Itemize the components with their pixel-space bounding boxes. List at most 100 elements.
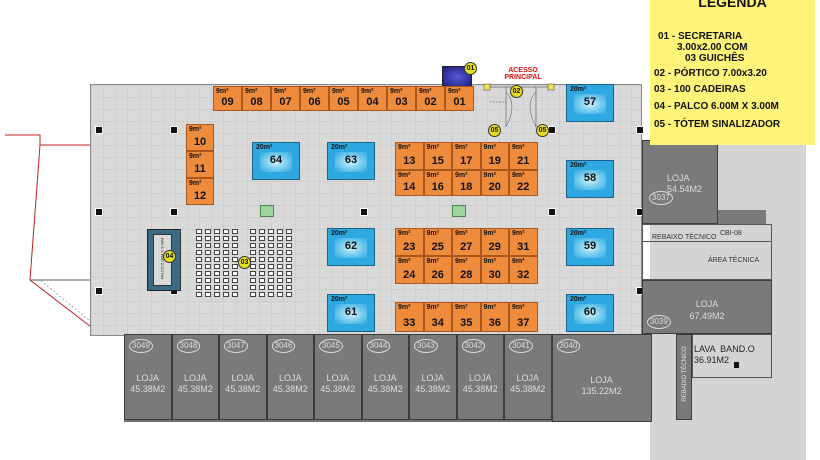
stand-number: 05 [337, 96, 350, 108]
legend-item: 3.00x2.00 COM [677, 42, 748, 53]
stand-area: 9m² [274, 88, 287, 95]
marker-green [260, 205, 274, 217]
chair [259, 264, 265, 269]
chair [223, 264, 229, 269]
chair [223, 271, 229, 276]
area-tecnica-label: ÁREA TÉCNICA [708, 257, 760, 264]
stand-area: 9m² [303, 88, 316, 95]
shop-3037[interactable]: 3037 LOJA 54.54M2 [642, 140, 718, 224]
chair [250, 229, 256, 234]
cbi-label: CBI-08 [720, 230, 742, 237]
chair [268, 292, 274, 297]
chair [232, 271, 238, 276]
shop-3039[interactable]: 3039 LOJA 67.49M2 [642, 280, 772, 334]
chair [277, 292, 283, 297]
stand-area: 9m² [483, 258, 496, 265]
stand-number: 18 [460, 181, 473, 193]
tech-line [642, 241, 772, 242]
stand-59[interactable]: 20m² 59 [566, 228, 614, 266]
stand-area: 9m² [398, 172, 411, 179]
chair [205, 257, 211, 262]
stand-number: 60 [583, 306, 597, 318]
shop-name: LOJA [183, 373, 207, 383]
chair [277, 285, 283, 290]
shop-area: 45.38M2 [177, 384, 213, 394]
chair [214, 229, 220, 234]
chair [268, 271, 274, 276]
stand-number: 12 [193, 190, 207, 202]
chair [259, 278, 265, 283]
marker-02-badge: 02 [510, 85, 523, 98]
shop-code: 3044 [366, 339, 391, 353]
shop-area: 45.38M2 [272, 384, 308, 394]
shop-name: LOJA [373, 373, 397, 383]
marker-01-badge: 01 [464, 62, 477, 75]
chair [250, 236, 256, 241]
stand-area: 9m² [512, 258, 525, 265]
stand-area: 9m² [390, 88, 403, 95]
stand-number: 59 [583, 240, 597, 252]
stand-area: 9m² [483, 230, 496, 237]
chair [214, 257, 220, 262]
stand-fill [260, 152, 292, 172]
chair [286, 243, 292, 248]
chair [205, 250, 211, 255]
chair [250, 292, 256, 297]
stand-area: 20m² [570, 230, 587, 237]
